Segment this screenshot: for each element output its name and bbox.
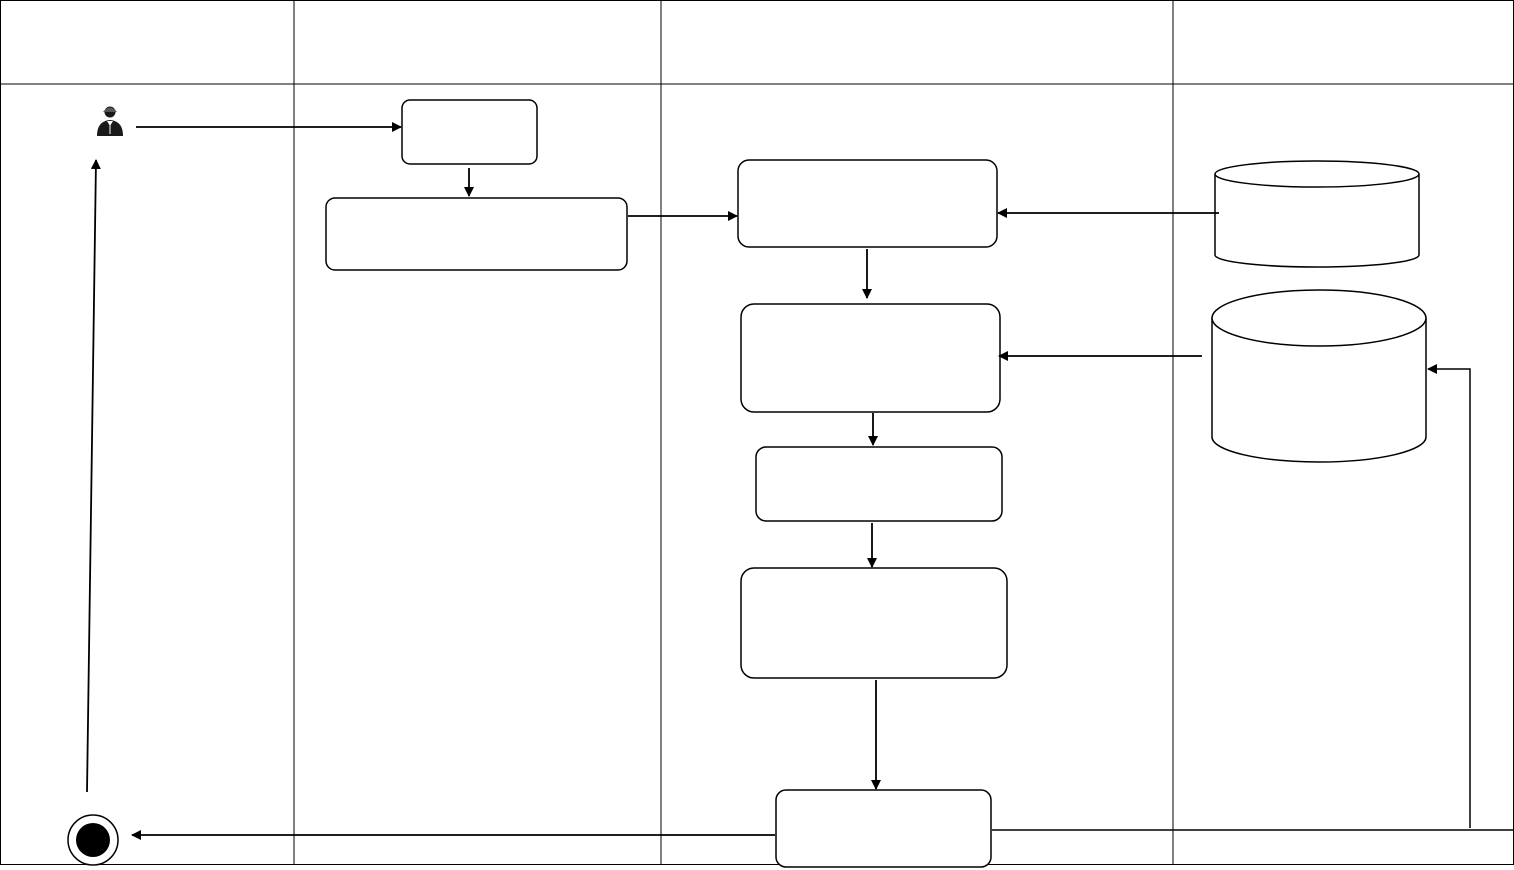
process-node-g <box>775 789 992 868</box>
database-cylinder-1 <box>1214 160 1420 268</box>
edge-loop-to-store2 <box>1427 364 1471 828</box>
process-node-a <box>401 99 538 165</box>
process-node-f <box>740 567 1008 679</box>
connectors <box>86 122 1514 840</box>
final-node <box>67 814 119 866</box>
database-cylinder-2 <box>1211 289 1427 463</box>
user-icon <box>97 106 123 136</box>
process-node-c <box>737 159 998 248</box>
process-node-d <box>740 303 1001 413</box>
process-node-b <box>325 197 628 271</box>
process-node-e <box>755 446 1003 522</box>
edge-end-to-actor <box>86 159 101 793</box>
